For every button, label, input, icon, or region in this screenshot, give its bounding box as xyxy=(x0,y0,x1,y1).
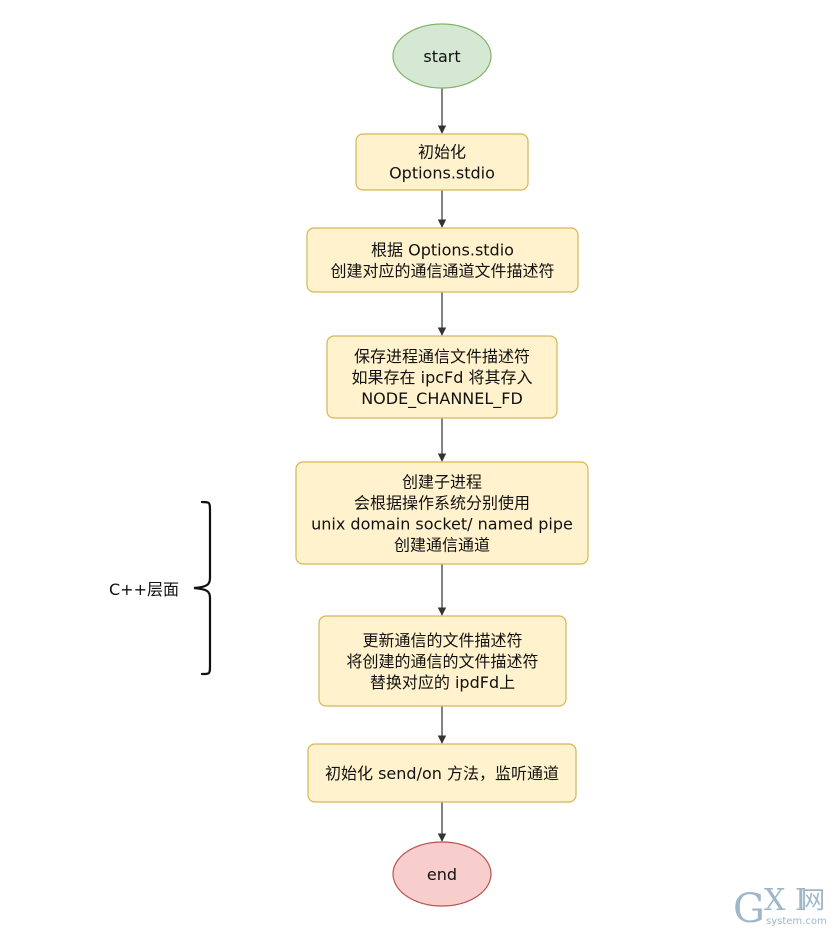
spawn-line-1: 会根据操作系统分别使用 xyxy=(354,494,530,513)
init-process-box xyxy=(355,133,529,191)
annotation-label: C++层面 xyxy=(109,580,179,599)
update-fd-line-2: 替换对应的 ipdFd上 xyxy=(370,673,515,692)
update-fd-line-0: 更新通信的文件描述符 xyxy=(362,631,522,650)
start-terminal-shape xyxy=(392,23,492,89)
watermark-logo-g: G xyxy=(733,886,765,929)
watermark-url: system.com xyxy=(766,916,827,927)
node-init-send: 初始化 send/on 方法，监听通道 xyxy=(307,743,577,803)
curly-brace-icon xyxy=(193,500,212,676)
init-send-line-0: 初始化 send/on 方法，监听通道 xyxy=(325,764,559,783)
nodes-layer: start 初始化 Options.stdio 根据 Options.stdio 创建对… xyxy=(295,23,589,907)
watermark-logo-net: 网 xyxy=(801,886,825,914)
node-end: end xyxy=(392,841,492,907)
end-line-0: end xyxy=(427,865,457,884)
node-start: start xyxy=(392,23,492,89)
save-fd-line-1: 如果存在 ipcFd 将其存入 xyxy=(352,368,533,387)
create-fd-line-1: 创建对应的通信通道文件描述符 xyxy=(330,262,554,281)
init-line-0: 初始化 xyxy=(418,143,466,162)
save-fd-line-0: 保存进程通信文件描述符 xyxy=(354,347,530,366)
watermark: G X I 网 system.com xyxy=(733,883,827,929)
save-fd-line-2: NODE_CHANNEL_FD xyxy=(361,389,523,409)
annotation-layer: C++层面 xyxy=(109,500,212,676)
create-fd-line-0: 根据 Options.stdio xyxy=(371,241,514,260)
init-send-process-box xyxy=(307,743,577,803)
update-fd-line-1: 将创建的通信的文件描述符 xyxy=(346,652,538,671)
update-fd-process-box xyxy=(318,615,567,707)
watermark-logo-xi: X I xyxy=(764,883,807,918)
node-init: 初始化 Options.stdio xyxy=(355,133,529,191)
create-fd-process-box xyxy=(306,227,579,293)
spawn-line-2: unix domain socket/ named pipe xyxy=(311,515,573,534)
spawn-process-box xyxy=(295,461,589,565)
end-terminal-shape xyxy=(392,841,492,907)
start-line-0: start xyxy=(423,47,460,66)
spawn-line-0: 创建子进程 xyxy=(402,473,482,492)
init-line-1: Options.stdio xyxy=(389,164,495,183)
spawn-line-3: 创建通信通道 xyxy=(394,536,490,555)
node-create-fd: 根据 Options.stdio 创建对应的通信通道文件描述符 xyxy=(306,227,579,293)
save-fd-process-box xyxy=(326,335,558,419)
